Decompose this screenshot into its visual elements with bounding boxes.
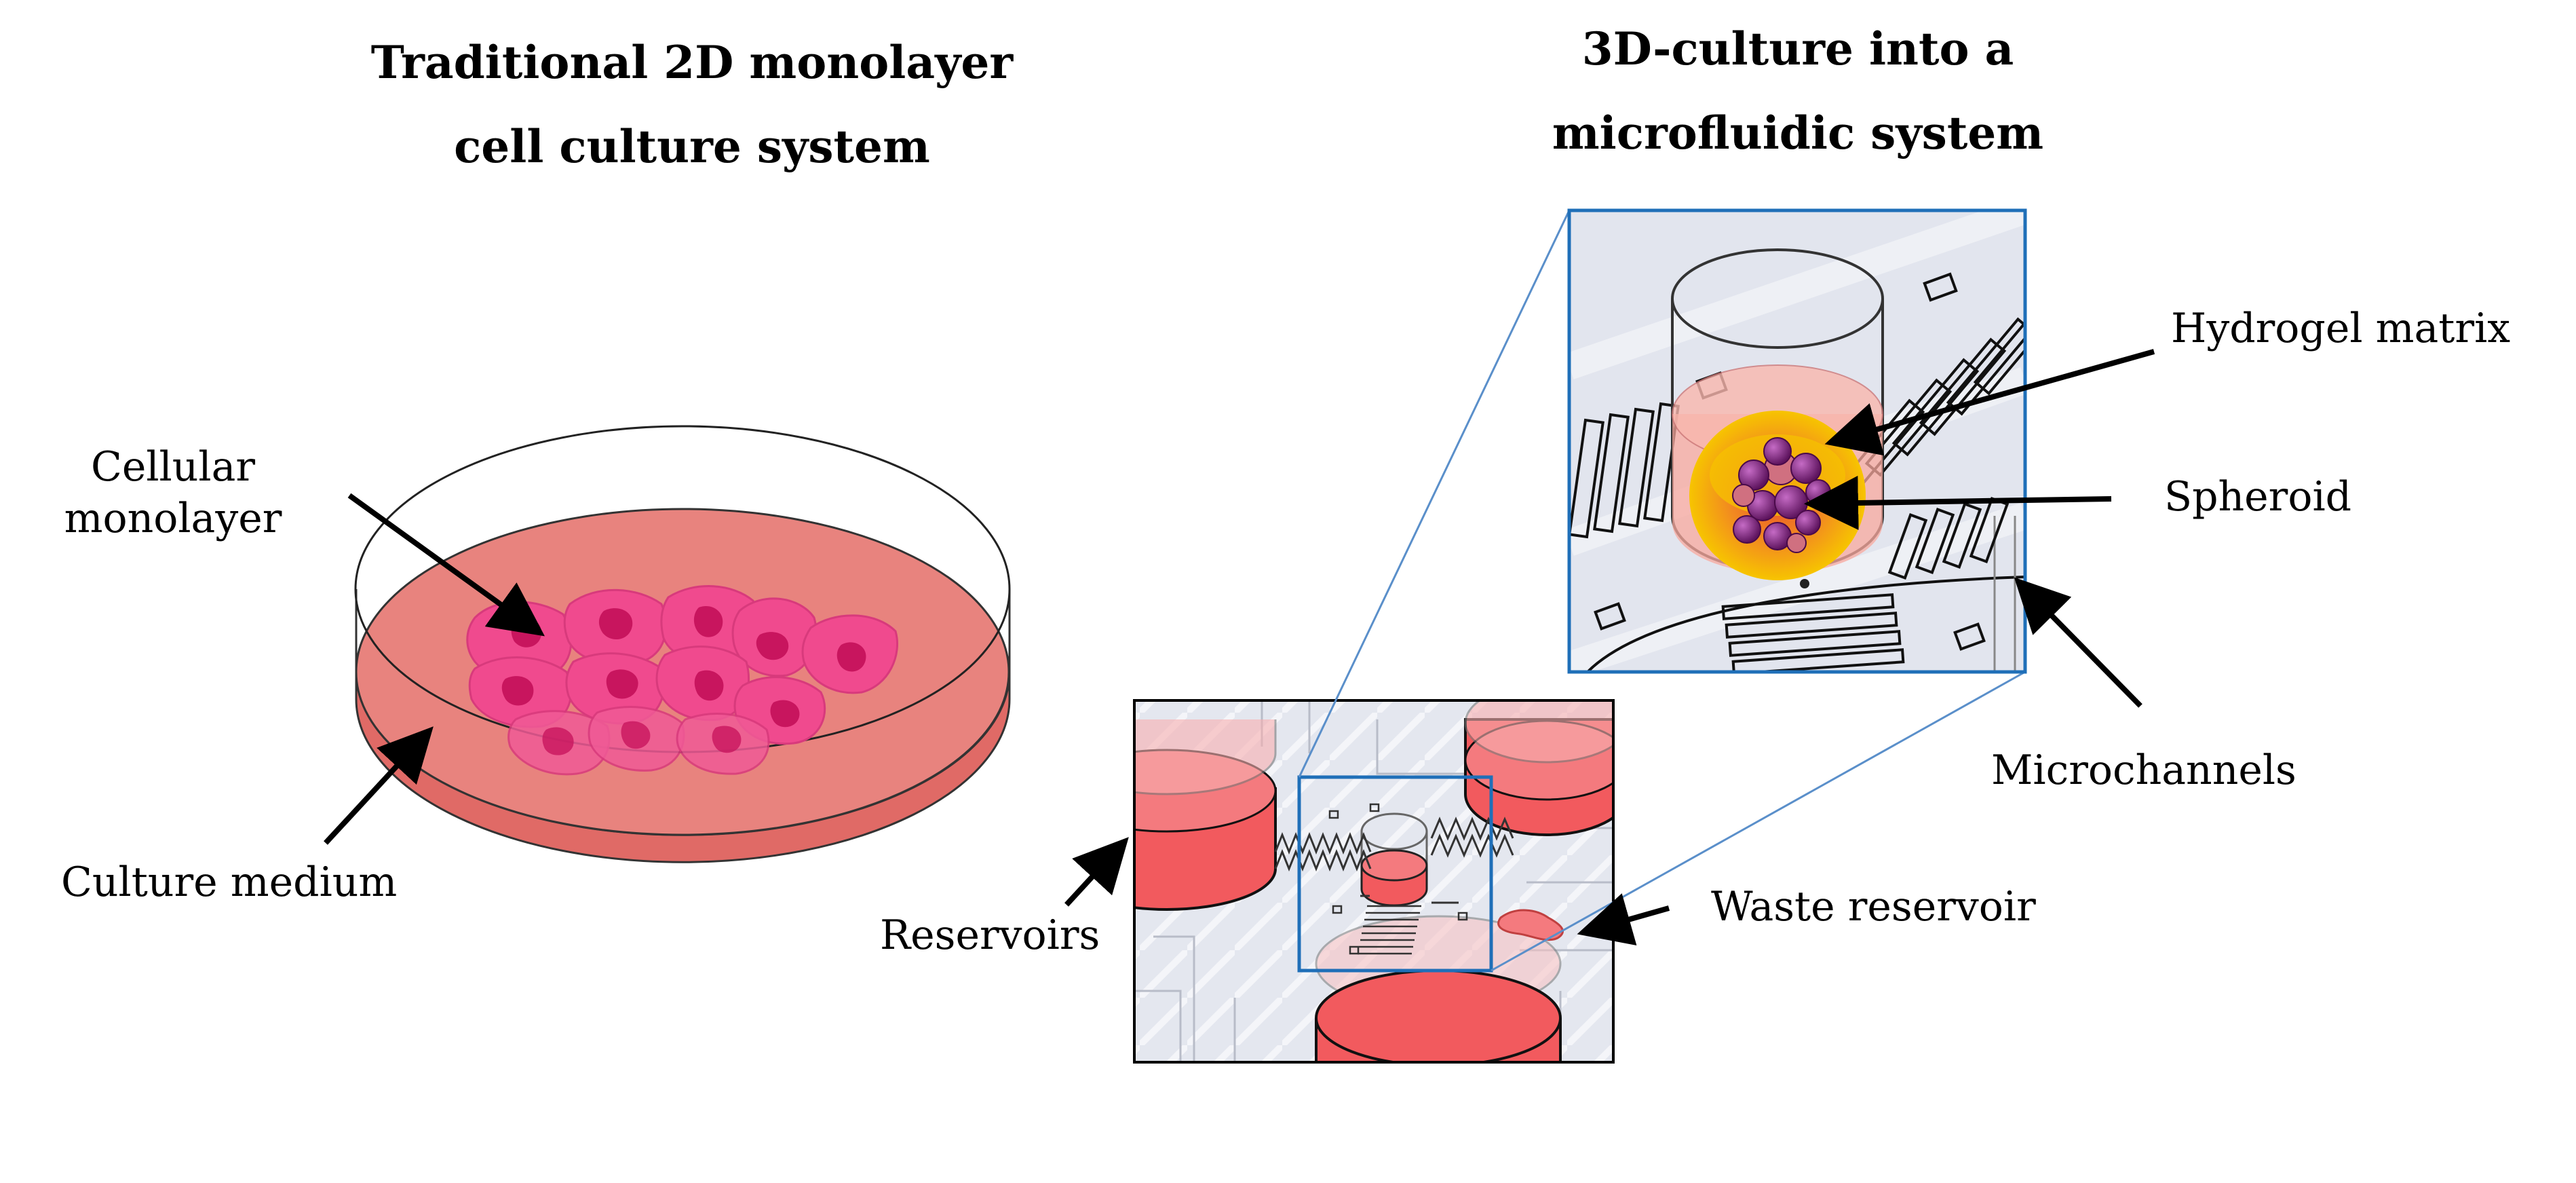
arrow-spheroid <box>1804 475 2112 530</box>
arrow-waste-reservoir <box>1577 893 1670 946</box>
right-title-line2: microfluidic system <box>1552 107 2044 159</box>
arrow-hydrogel-matrix <box>1824 349 2155 456</box>
microfluidic-chip <box>1134 700 1613 1062</box>
arrow-culture-medium <box>324 726 434 845</box>
left-title-line1: Traditional 2D monolayer <box>370 36 1014 89</box>
inset-microchannels-left <box>1569 402 1680 539</box>
label-cellular-line1: Cellular <box>90 443 256 491</box>
arrow-reservoirs <box>1064 837 1129 907</box>
reservoir-top-right <box>1464 700 1613 836</box>
label-microchannels: Microchannels <box>1991 747 2296 794</box>
right-title-line1: 3D-culture into a <box>1581 22 2014 75</box>
arrow-microchannels <box>2014 577 2142 708</box>
left-title: Traditional 2D monolayer cell culture sy… <box>319 20 1065 189</box>
zoom-region <box>1297 775 1493 973</box>
label-cellular-monolayer: Cellular monolayer <box>61 441 285 544</box>
label-cellular-line2: monolayer <box>64 495 282 542</box>
inset-grating <box>1721 593 1905 672</box>
chip-frame <box>1133 699 1615 1064</box>
cell-nuclei <box>501 605 866 755</box>
label-reservoirs: Reservoirs <box>880 912 1100 959</box>
zoom-line-top <box>1298 210 1571 778</box>
chip-grating <box>1358 905 1421 955</box>
label-hydrogel-matrix: Hydrogel matrix <box>2171 305 2511 352</box>
zoom-inset <box>1569 210 2025 672</box>
zoom-inset-frame <box>1567 208 2027 674</box>
label-spheroid: Spheroid <box>2164 473 2352 521</box>
arrow-cellular-monolayer <box>347 493 545 637</box>
label-waste-reservoir: Waste reservoir <box>1711 883 2036 931</box>
reservoir-bottom <box>1315 915 1562 1062</box>
right-title: 3D-culture into a microfluidic system <box>1438 7 2157 175</box>
label-culture-medium: Culture medium <box>61 859 398 906</box>
waste-reservoir <box>1497 909 1564 941</box>
chip-microchannels <box>1274 816 1514 904</box>
left-title-line2: cell culture system <box>454 120 930 173</box>
reservoir-left <box>1134 719 1277 911</box>
